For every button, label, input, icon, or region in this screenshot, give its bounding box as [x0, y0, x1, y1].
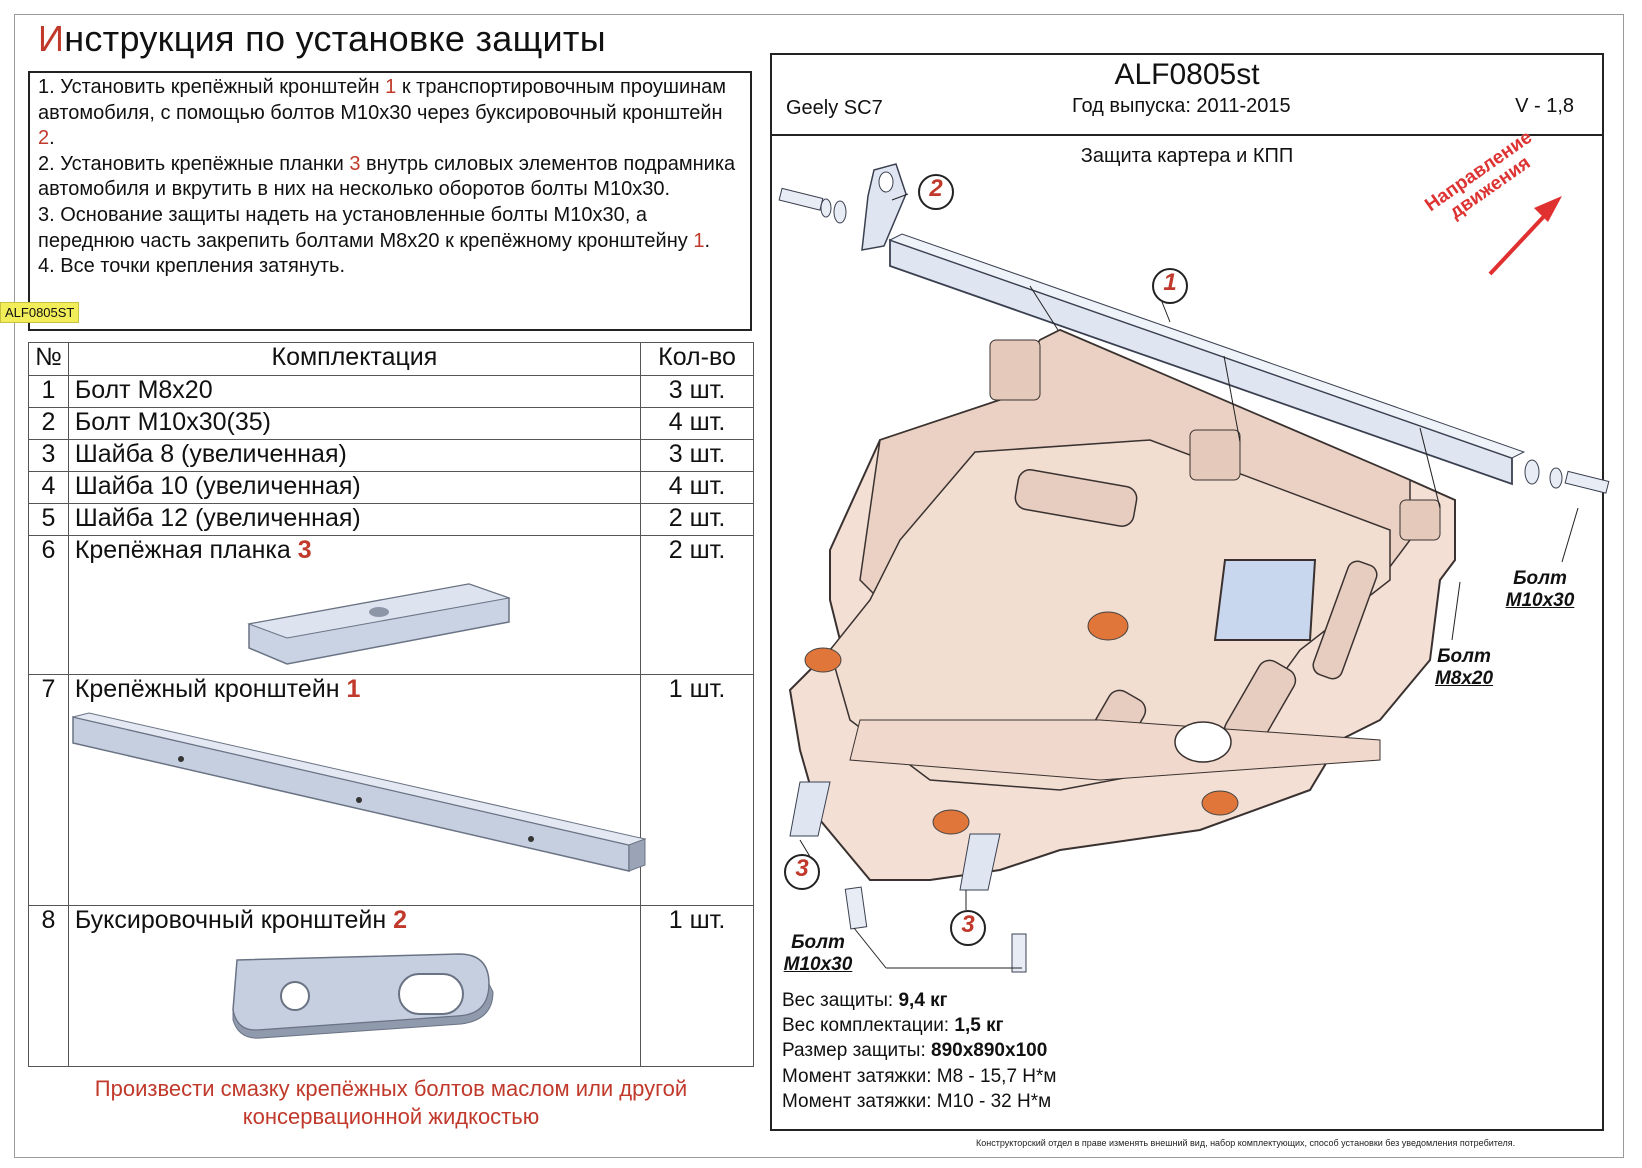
instruction-step-3: 3. Основание защиты надеть на установлен…: [38, 203, 711, 252]
callout-1: 1: [1163, 269, 1177, 296]
lubrication-note: Произвести смазку крепёжных болтов масло…: [94, 1076, 688, 1129]
drawing-header: ALF0805st Geely SC7 Год выпуска: 2011-20…: [772, 55, 1602, 136]
instruction-step-1: 1. Установить крепёжный кронштейн 1 к тр…: [38, 76, 727, 150]
header-qty: Кол-во: [640, 342, 754, 376]
instruction-step-4: 4. Все точки крепления затянуть.: [38, 255, 346, 278]
callout-2: 2: [929, 175, 943, 202]
model-years: Год выпуска: 2011-2015: [1072, 95, 1291, 117]
specifications: Вес защиты: 9,4 кг Вес комплектации: 1,5…: [782, 988, 1056, 1114]
engine-volume: V - 1,8: [1515, 95, 1574, 117]
table-row: 8 Буксировочный кронштейн 2 1 шт.: [28, 905, 754, 1067]
kit-table-header: № Комплектация Кол-во: [28, 342, 754, 376]
spec-weight: Вес защиты: 9,4 кг: [782, 990, 948, 1011]
mounting-bracket-illustration: [72, 712, 647, 872]
car-model: Geely SC7: [786, 97, 883, 119]
mounting-plate-illustration: [246, 583, 511, 665]
footer-disclaimer: Конструкторский отдел в праве изменять в…: [976, 1138, 1516, 1148]
callout-3-right: 3: [961, 911, 975, 938]
callout-3-left: 3: [795, 855, 809, 882]
drawing-panel: ALF0805st Geely SC7 Год выпуска: 2011-20…: [770, 53, 1604, 1131]
instructions-box: 1. Установить крепёжный кронштейн 1 к тр…: [28, 71, 752, 331]
spec-kit-weight: Вес комплектации: 1,5 кг: [782, 1015, 1004, 1037]
product-code: ALF0805st: [1114, 58, 1260, 91]
table-row: 7 Крепёжный кронштейн 1 1 шт.: [28, 674, 754, 906]
towing-bracket-illustration: [232, 953, 494, 1039]
spec-torque-m8: Момент затяжки: М8 - 15,7 Н*м: [782, 1065, 1057, 1087]
page-title: Инструкция по установке защиты: [38, 18, 606, 59]
product-code-tag: ALF0805ST: [0, 302, 80, 323]
instruction-step-2: 2. Установить крепёжные планки 3 внутрь …: [38, 152, 736, 201]
spec-torque-m10: Момент затяжки: М10 - 32 Н*м: [782, 1090, 1052, 1112]
drawing-subtitle: Защита картера и КПП: [1080, 145, 1294, 167]
page-frame: [14, 14, 1624, 1158]
spec-size: Размер защиты: 890х890х100: [782, 1040, 1048, 1062]
header-num: №: [28, 342, 69, 376]
header-name: Комплектация: [67, 342, 642, 376]
table-row: 6 Крепёжная планка 3 2 шт.: [28, 535, 754, 675]
